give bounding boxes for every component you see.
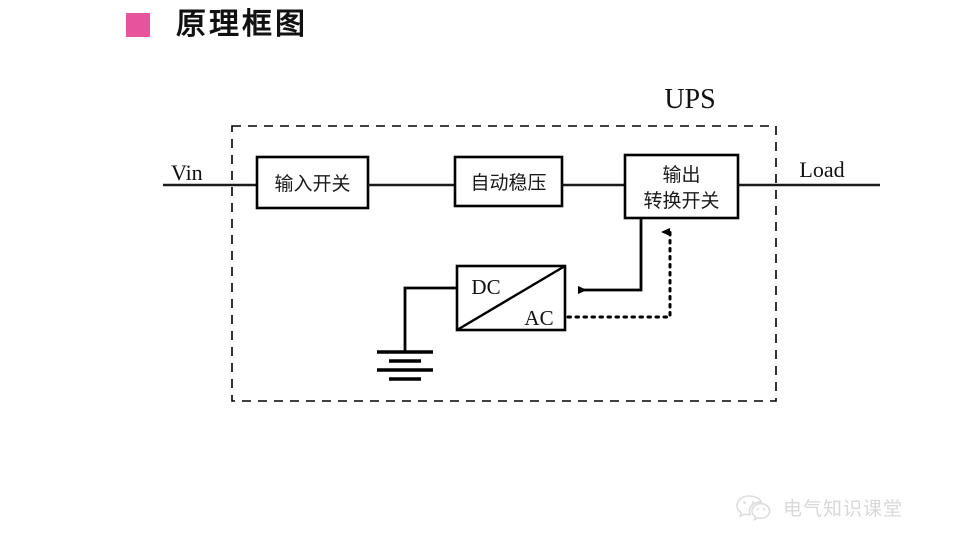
- inverter-diagonal-divider: [456, 264, 566, 332]
- block-auto-regulator-label: 自动稳压: [470, 172, 546, 194]
- block-output-transfer-switch: [623, 153, 740, 220]
- inverter-ac-label: AC: [524, 306, 553, 330]
- wire-battery-to-inverter: [403, 286, 457, 352]
- inverter-dc-label: DC: [471, 275, 500, 299]
- watermark: 电气知识课堂: [735, 492, 903, 522]
- block-input-switch: [255, 155, 370, 210]
- battery-symbol: [377, 350, 433, 381]
- block-output-transfer-switch-label-line2: 转换开关: [643, 190, 719, 212]
- watermark-text: 电气知识课堂: [783, 497, 904, 520]
- bullet-square-icon: [126, 13, 150, 37]
- block-output-transfer-switch-label-line1: 输出: [662, 164, 700, 186]
- load-label: Load: [799, 157, 844, 182]
- ups-label: UPS: [664, 84, 715, 115]
- block-auto-regulator: [453, 155, 564, 208]
- wechat-icon: [736, 495, 771, 522]
- ups-enclosure-boundary: [231, 125, 777, 402]
- wire-output-switch-to-inverter: [578, 218, 643, 294]
- vin-label: Vin: [171, 160, 203, 185]
- page-title: 原理框图: [126, 10, 308, 40]
- block-input-switch-label: 输入开关: [274, 173, 350, 195]
- page-title-text: 原理框图: [176, 7, 308, 42]
- wire-inverter-to-output-switch-dotted: [566, 228, 672, 319]
